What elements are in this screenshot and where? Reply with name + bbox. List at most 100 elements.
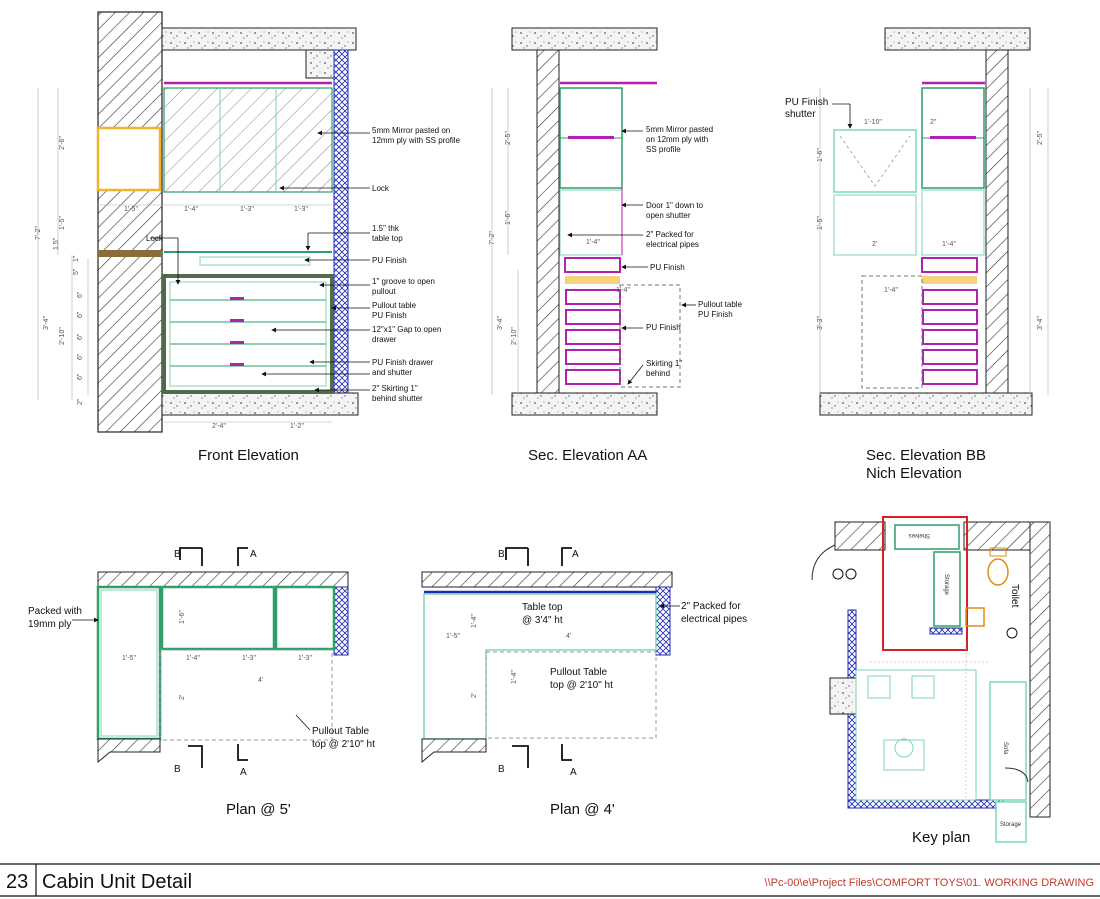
wood-niche [96,126,162,192]
front-dim: 1'-4" [184,206,198,213]
plan4-note: electrical pipes [681,614,747,625]
front-dim: 6" [77,353,84,360]
front-dim: 6" [77,291,84,298]
aa-note: 5mm Mirror pasted [646,125,713,134]
bb-dim: 3'-3" [817,316,824,330]
section-bb-subtitle: Nich Elevation [866,465,962,482]
front-dim: 2'-10" [59,327,66,345]
key-label-toilet: Toilet [1009,584,1020,608]
aa-dim: 1'-4" [586,239,600,246]
front-dim: 6" [77,311,84,318]
aa-note: PU Finish [698,310,733,319]
key-plan: Shelves Storage Toilet Sofa Storage Key … [811,516,1051,846]
front-dim: 2'-6" [59,136,66,150]
front-dim: 7'-2" [35,226,42,240]
key-label-shelves: Shelves [909,532,930,538]
plan5-mark-b: B [174,764,181,775]
plan4-note: top @ 2'10" ht [550,680,613,691]
plan4-dim: 2' [471,693,478,698]
aa-note: PU Finish [650,263,685,272]
aa-note: Door 1" down to [646,201,704,210]
bb-dim: 1'-4" [884,287,898,294]
floor-slab [161,392,359,416]
plan5-dim: 1'-3" [298,655,312,662]
front-dim: 6" [77,333,84,340]
plan5-note: Pullout Table [312,726,370,737]
aa-note: behind [646,369,670,378]
plan5-note: 19mm ply [28,619,71,630]
plan5-dim: 4' [258,677,263,684]
front-dim: 1'-3" [240,206,254,213]
plan5-dim: 1'-3" [242,655,256,662]
front-note: and shutter [372,368,412,377]
plan5-dim: 1'-4" [186,655,200,662]
front-note: 2" Skirting 1" [372,384,418,393]
key-label-storage: Storage [943,574,949,596]
bb-dim: 2" [930,119,937,126]
toilet-icon [987,558,1009,586]
plan5-title: Plan @ 5' [226,801,291,818]
front-note: 5mm Mirror pasted on [372,126,450,135]
aa-wall [536,49,560,396]
plan5-note: Packed with [28,606,82,617]
plan5-dim: 1'-5" [122,655,136,662]
front-note: 1" groove to open [372,277,435,286]
front-note: 1.5" thk [372,224,400,233]
aa-note: on 12mm ply with [646,135,708,144]
plan5-dim: 2' [179,695,186,700]
plan5-mark-b: B [174,549,181,560]
aa-note: Pullout table [698,300,743,309]
aa-note: Skirting 1" [646,359,682,368]
section-aa-title: Sec. Elevation AA [528,447,647,464]
front-dim: 1.5" [53,237,60,250]
bb-note: PU Finish [785,97,828,108]
front-note: table top [372,234,403,243]
front-dim: 1'-5" [59,216,66,230]
section-aa: 7'-2" 2'-5" 1'-6" 3'-4" 2'-10" 1'-4" 1'-… [489,27,743,464]
front-note: behind shutter [372,394,423,403]
plan4-dim: 1'-4" [471,614,478,628]
plan4-dim: 1'-4" [511,670,518,684]
front-elevation: 7'-2" 2'-6" 1'-5" 1.5" 3'-4" 2'-10" 1" 5… [35,11,461,464]
plan5-mark-a: A [240,767,247,778]
front-dim: 5" [73,268,80,275]
plan4-mark-b: B [498,764,505,775]
front-dim: 6" [77,373,84,380]
plan4-note: @ 3'4" ht [522,615,563,626]
plan4-title: Plan @ 4' [550,801,615,818]
aa-dim: 1'-6" [505,211,512,225]
plan4-dim: 4' [566,633,571,640]
aa-dim: 1'-4" [616,287,630,294]
key-label-sofa: Sofa [1002,742,1008,755]
ceiling-beam [305,49,335,79]
left-wall [97,11,163,433]
file-path: \\Pc-00\e\Project Files\COMFORT TOYS\01.… [765,877,1094,889]
key-label-storage2: Storage [1000,822,1022,828]
person-icon [894,738,914,758]
section-bb: 1'-6" 1'-5" 3'-3" 2'-5" 3'-4" 1'-10" 2" … [785,27,1049,482]
key-plan-title: Key plan [912,829,970,846]
aa-note: SS profile [646,145,681,154]
plan5-mark-a: A [250,549,257,560]
plan-5: B A B A 1'-5" 1'-6" 1'-4" 1'-3" 1'-3" 4'… [28,547,375,818]
bb-dim: 1'-10" [864,119,882,126]
front-note: pullout [372,287,396,296]
plan4-mark-a: A [570,767,577,778]
bb-dim: 1'-6" [817,148,824,162]
aa-note: open shutter [646,211,691,220]
front-note: PU Finish [372,311,407,320]
front-dim: 1'-2" [290,423,304,430]
mirror-panel [163,87,333,193]
front-note: Lock [146,234,164,243]
front-note: PU Finish drawer [372,358,434,367]
aa-dim: 7'-2" [489,231,496,245]
aa-dim: 2'-5" [505,131,512,145]
front-dim: 1" [73,255,80,262]
front-note: Pullout table [372,301,417,310]
front-elevation-title: Front Elevation [198,447,299,464]
aa-dim: 3'-4" [497,316,504,330]
sheet-number: 23 [6,871,28,893]
aa-note: PU Finish [646,323,681,332]
plan4-mark-b: B [498,549,505,560]
ceiling-slab [161,27,357,51]
